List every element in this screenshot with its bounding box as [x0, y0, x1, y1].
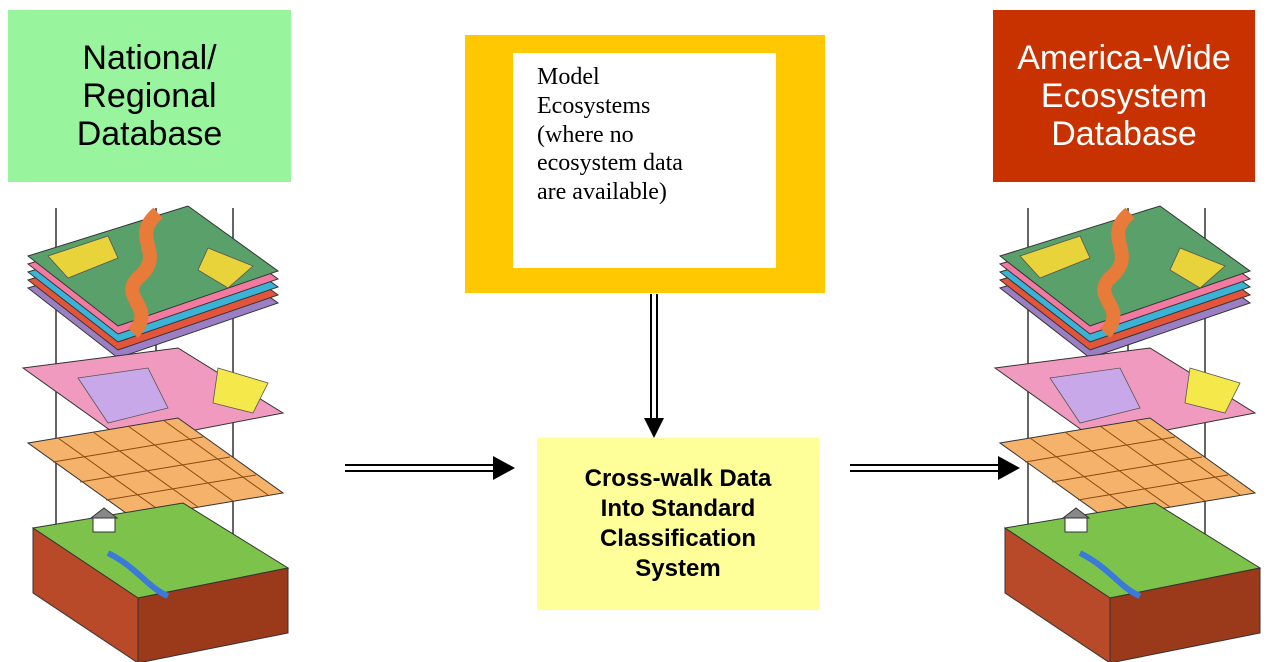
arrow-right-to-america: [849, 455, 1021, 481]
crosswalk-line-1: Cross-walk Data: [584, 465, 772, 492]
model-line-3: (where no: [537, 121, 634, 148]
america-line-2: Ecosystem: [1040, 76, 1208, 115]
america-line-1: America-Wide: [1017, 38, 1231, 77]
model-ecosystems-box: Model Ecosystems (where no ecosystem dat…: [513, 53, 776, 268]
crosswalk-line-4: System: [635, 555, 721, 582]
national-line-2: Regional: [82, 76, 217, 115]
national-regional-database-box: National/ Regional Database: [8, 10, 291, 182]
model-line-5: are available): [537, 179, 667, 206]
model-line-2: Ecosystems: [537, 92, 651, 119]
arrow-right-to-crosswalk: [344, 455, 516, 481]
gis-layers-illustration-right: [995, 206, 1260, 662]
model-line-1: Model: [537, 64, 600, 90]
arrow-down-from-model: [644, 294, 664, 438]
gis-layers-illustration-left: [23, 206, 288, 662]
national-line-1: National/: [82, 38, 217, 77]
national-line-3: Database: [76, 115, 223, 154]
crosswalk-data-box: Cross-walk Data Into Standard Classifica…: [537, 438, 819, 610]
crosswalk-line-2: Into Standard: [600, 495, 756, 522]
america-line-3: Database: [1051, 115, 1197, 154]
model-line-4: ecosystem data: [537, 150, 683, 177]
crosswalk-line-3: Classification: [599, 525, 757, 552]
america-wide-ecosystem-database-box: America-Wide Ecosystem Database: [993, 10, 1255, 182]
